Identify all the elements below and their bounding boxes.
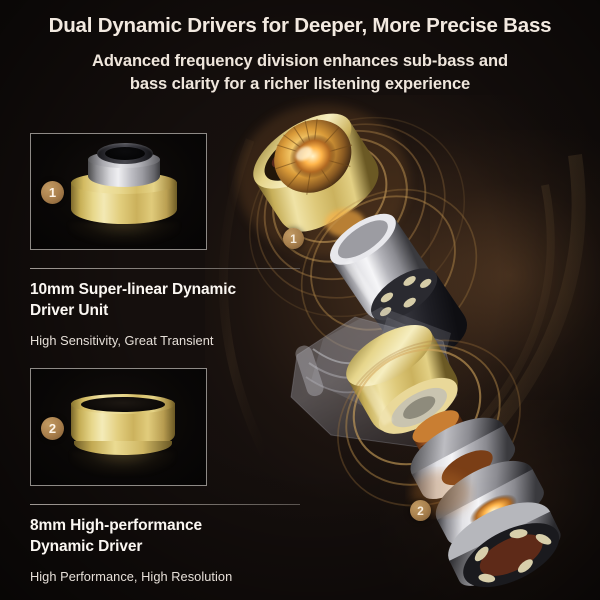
driver-gold-lip <box>74 441 172 455</box>
driver-8mm-dome <box>403 396 436 419</box>
feature-block-1: 1 10mm Super-linear Dynamic Driver Unit … <box>30 133 300 348</box>
page-subtitle-line-2: bass clarity for a richer listening expe… <box>129 75 471 94</box>
plate-vent-holes <box>379 276 432 317</box>
page-subtitle: Advanced frequency division enhances sub… <box>0 39 600 97</box>
magnet-cylinder-top-inner <box>337 220 388 259</box>
page-subtitle-line-1: Advanced frequency division enhances sub… <box>92 51 508 70</box>
driver-specular-highlight <box>295 146 313 161</box>
feature-2-thumbnail: 2 <box>30 368 207 486</box>
driver-10mm-illustration <box>31 134 206 249</box>
feature-2-title-line-2: Dynamic Driver <box>30 537 143 555</box>
diagram-badge-2: 2 <box>410 500 431 521</box>
driver-8mm-top-rim <box>346 324 433 387</box>
feature-1-divider <box>30 268 300 269</box>
feature-2-caption: High Performance, High Resolution <box>30 569 233 585</box>
exploded-driver-diagram: 1 2 <box>205 95 600 600</box>
feature-2-badge: 2 <box>41 417 64 440</box>
driver-center-aperture <box>81 397 165 412</box>
feature-1-title-line-1: 10mm Super-linear Dynamic <box>30 281 236 298</box>
back-plate-inner-glow <box>479 534 543 576</box>
header: Dual Dynamic Drivers for Deeper, More Pr… <box>0 0 600 96</box>
driver-reflection <box>71 451 175 475</box>
back-plate-vent-holes <box>474 529 552 583</box>
feature-1-title-line-2: Driver Unit <box>30 301 109 319</box>
diagram-badge-1: 1 <box>283 228 304 249</box>
feature-1-title: 10mm Super-linear Dynamic Driver Unit <box>30 269 300 321</box>
driver-reflection <box>69 222 179 244</box>
feature-2-title: 8mm High-performance Dynamic Driver <box>30 505 300 557</box>
voice-coil-top <box>412 410 459 443</box>
exploded-diagram-svg <box>237 104 561 588</box>
driver-8mm-exploded <box>346 324 458 434</box>
feature-2-title-line-1: 8mm High-performance <box>30 517 202 534</box>
driver-8mm-illustration <box>31 369 206 485</box>
feature-1-badge: 1 <box>41 181 64 204</box>
feature-block-2: 2 8mm High-performance Dynamic Driver Hi… <box>30 368 300 584</box>
housing-tube <box>295 345 324 397</box>
page-title: Dual Dynamic Drivers for Deeper, More Pr… <box>48 14 552 37</box>
driver-10mm-dome <box>289 134 336 179</box>
driver-10mm-exploded <box>253 113 379 232</box>
feature-1-thumbnail: 1 <box>30 133 207 250</box>
driver-center-aperture <box>105 147 145 160</box>
vented-back-plate-lower <box>448 502 561 588</box>
driver-8mm-highlight <box>359 378 394 426</box>
feature-1-caption: High Sensitivity, Great Transient <box>30 333 214 349</box>
feature-2-divider <box>30 504 300 505</box>
